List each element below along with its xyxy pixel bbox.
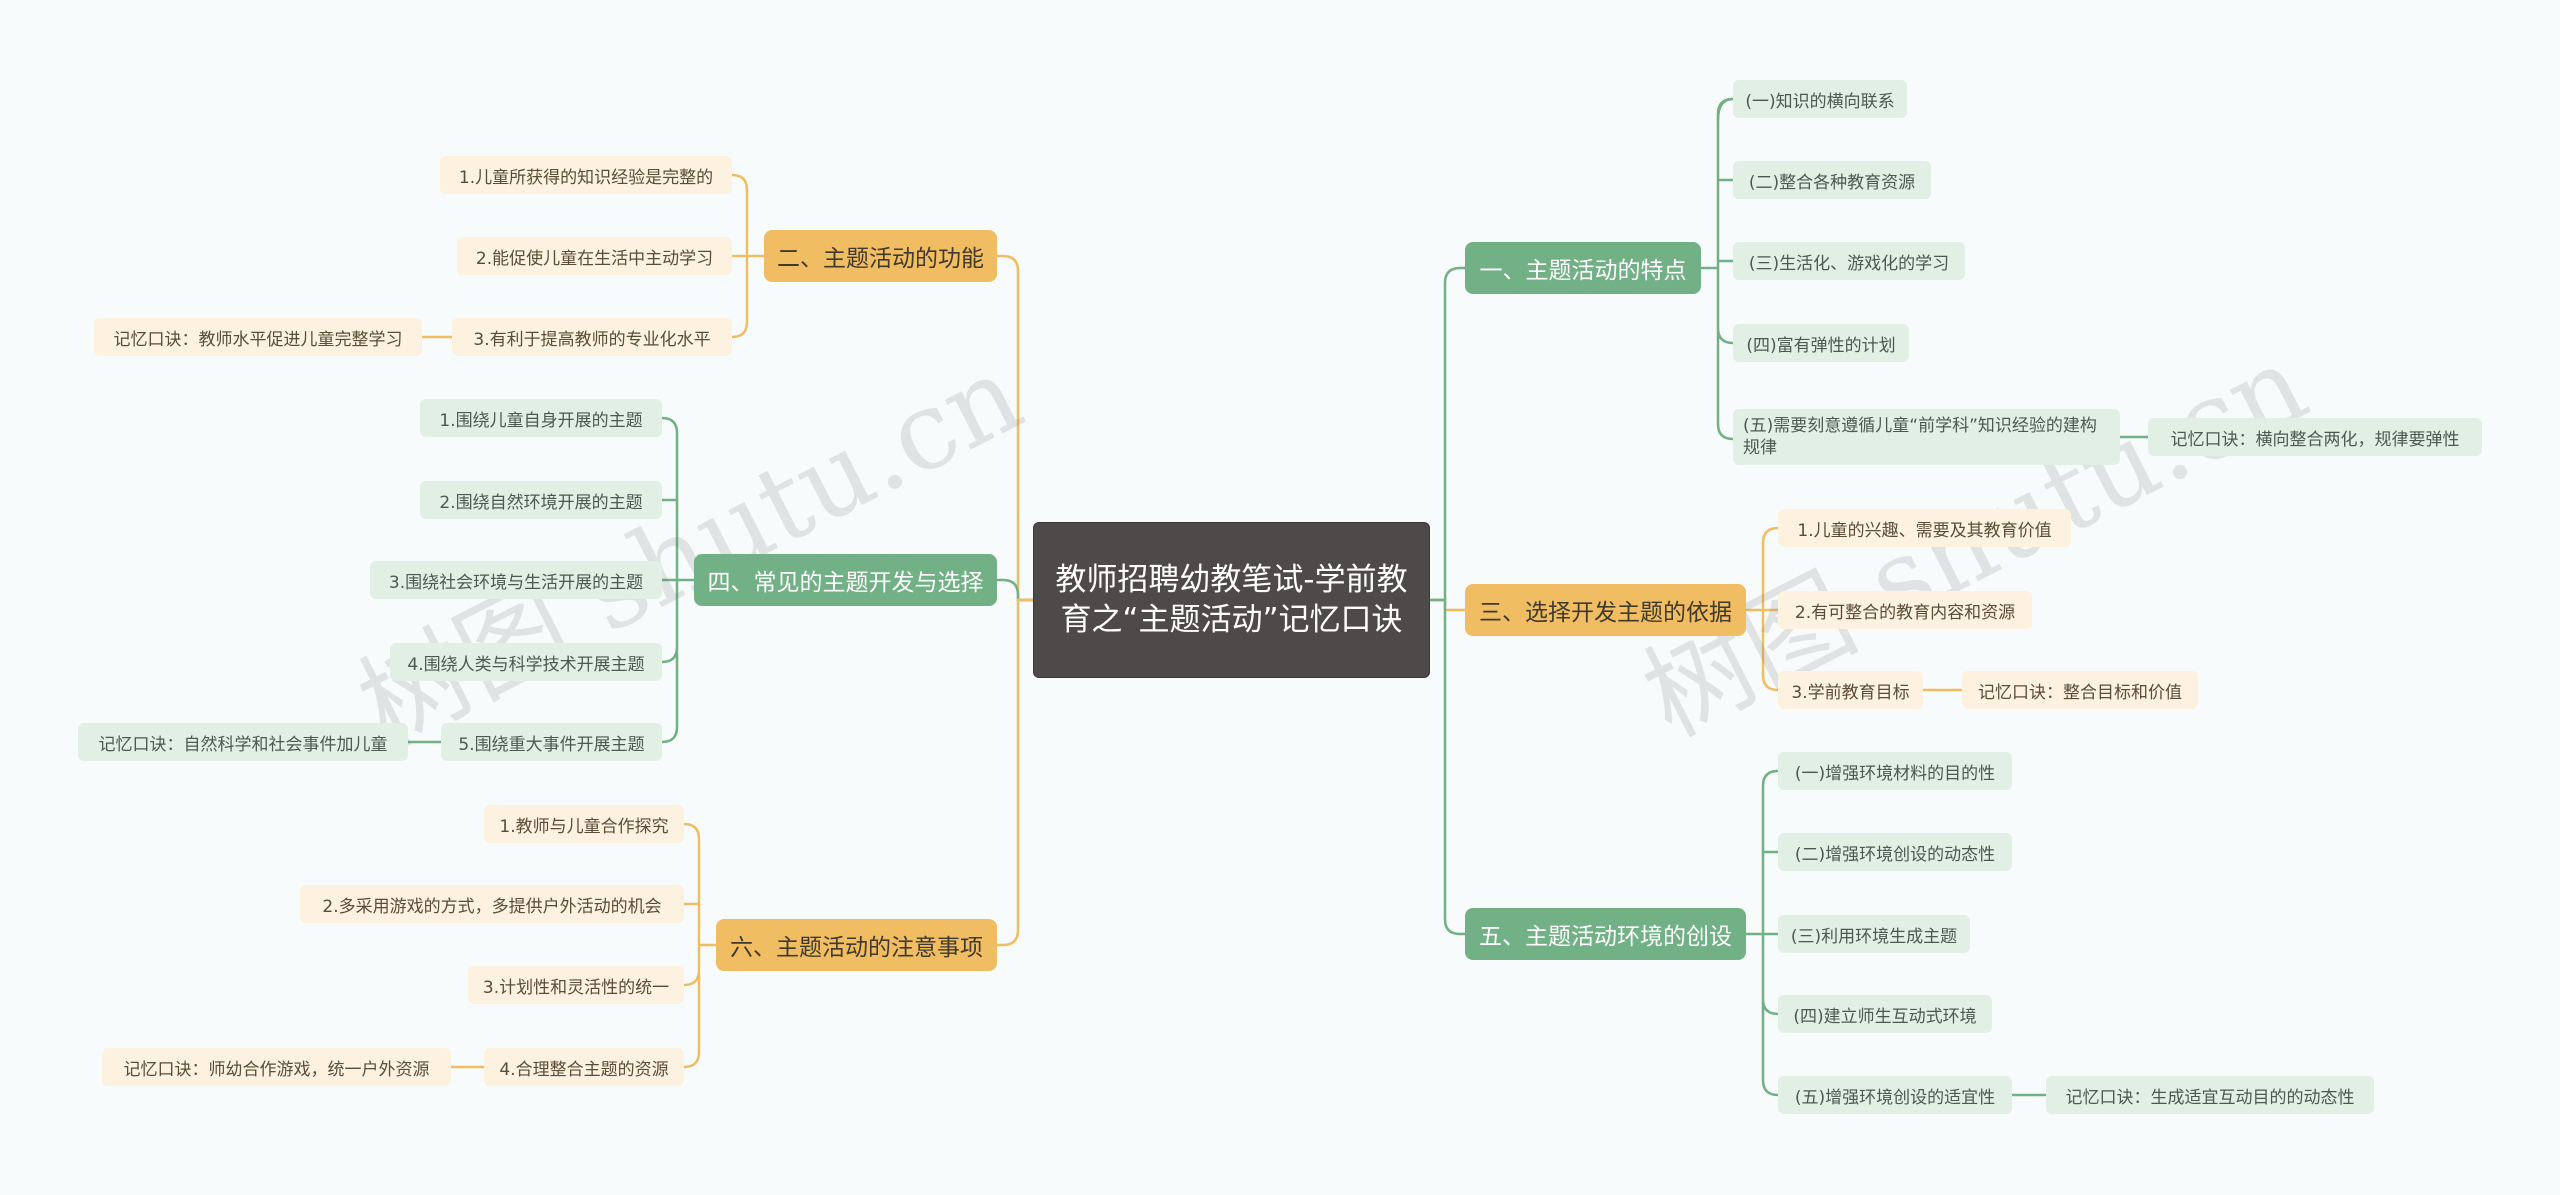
- link-root-b4: [995, 578, 1035, 602]
- functions-item-2[interactable]: 2.能促使儿童在生活中主动学习: [457, 237, 732, 275]
- branch-environment[interactable]: 五、主题活动环境的创设: [1465, 908, 1746, 960]
- branch-notes[interactable]: 六、主题活动的注意事项: [716, 919, 997, 971]
- watermark-left: 树图 shutu.cn: [340, 331, 1041, 772]
- common-item-1[interactable]: 1.围绕儿童自身开展的主题: [420, 399, 662, 437]
- features-item-1[interactable]: (一)知识的横向联系: [1733, 80, 1907, 118]
- link-root-b1: [1428, 266, 1467, 602]
- link-root-b5: [1428, 598, 1467, 936]
- basis-item-2[interactable]: 2.有可整合的教育内容和资源: [1778, 591, 2032, 629]
- branch-basis[interactable]: 三、选择开发主题的依据: [1465, 584, 1746, 636]
- functions-item-3[interactable]: 3.有利于提高教师的专业化水平: [452, 318, 732, 356]
- common-item-3[interactable]: 3.围绕社会环境与生活开展的主题: [370, 561, 662, 599]
- notes-mnemonic[interactable]: 记忆口诀：师幼合作游戏，统一户外资源: [102, 1048, 451, 1086]
- environment-item-2[interactable]: (二)增强环境创设的动态性: [1778, 833, 2012, 871]
- basis-item-3[interactable]: 3.学前教育目标: [1778, 671, 1923, 709]
- common-item-5[interactable]: 5.围绕重大事件开展主题: [441, 723, 662, 761]
- common-mnemonic[interactable]: 记忆口诀：自然科学和社会事件加儿童: [78, 723, 408, 761]
- notes-item-4[interactable]: 4.合理整合主题的资源: [484, 1048, 684, 1086]
- environment-item-1[interactable]: (一)增强环境材料的目的性: [1778, 752, 2012, 790]
- link-root-b2: [995, 254, 1035, 602]
- basis-item-1[interactable]: 1.儿童的兴趣、需要及其教育价值: [1778, 509, 2071, 547]
- branch-features[interactable]: 一、主题活动的特点: [1465, 242, 1701, 294]
- notes-item-2[interactable]: 2.多采用游戏的方式，多提供户外活动的机会: [300, 885, 684, 923]
- environment-mnemonic[interactable]: 记忆口诀：生成适宜互动目的的动态性: [2046, 1076, 2374, 1114]
- features-item-3[interactable]: (三)生活化、游戏化的学习: [1733, 242, 1965, 280]
- branch-functions[interactable]: 二、主题活动的功能: [764, 230, 997, 282]
- link-root-b3: [1428, 598, 1467, 612]
- environment-item-3[interactable]: (三)利用环境生成主题: [1778, 915, 1970, 953]
- environment-item-4[interactable]: (四)建立师生互动式环境: [1778, 995, 1992, 1033]
- features-mnemonic[interactable]: 记忆口诀：横向整合两化，规律要弹性: [2148, 418, 2482, 456]
- notes-item-3[interactable]: 3.计划性和灵活性的统一: [468, 966, 684, 1004]
- functions-mnemonic[interactable]: 记忆口诀：教师水平促进儿童完整学习: [94, 318, 422, 356]
- common-item-2[interactable]: 2.围绕自然环境开展的主题: [420, 481, 662, 519]
- environment-item-5[interactable]: (五)增强环境创设的适宜性: [1778, 1076, 2012, 1114]
- root-topic[interactable]: 教师招聘幼教笔试-学前教育之“主题活动”记忆口诀: [1033, 522, 1430, 678]
- common-item-4[interactable]: 4.围绕人类与科学技术开展主题: [390, 643, 662, 681]
- notes-item-1[interactable]: 1.教师与儿童合作探究: [484, 805, 684, 843]
- features-item-4[interactable]: (四)富有弹性的计划: [1733, 324, 1909, 362]
- basis-mnemonic[interactable]: 记忆口诀：整合目标和价值: [1962, 671, 2198, 709]
- link-root-b6: [995, 598, 1035, 947]
- features-item-5[interactable]: (五)需要刻意遵循儿童“前学科”知识经验的建构规律: [1733, 409, 2120, 465]
- functions-item-1[interactable]: 1.儿童所获得的知识经验是完整的: [440, 156, 732, 194]
- branch-common-topics[interactable]: 四、常见的主题开发与选择: [694, 554, 997, 606]
- features-item-2[interactable]: (二)整合各种教育资源: [1733, 161, 1931, 199]
